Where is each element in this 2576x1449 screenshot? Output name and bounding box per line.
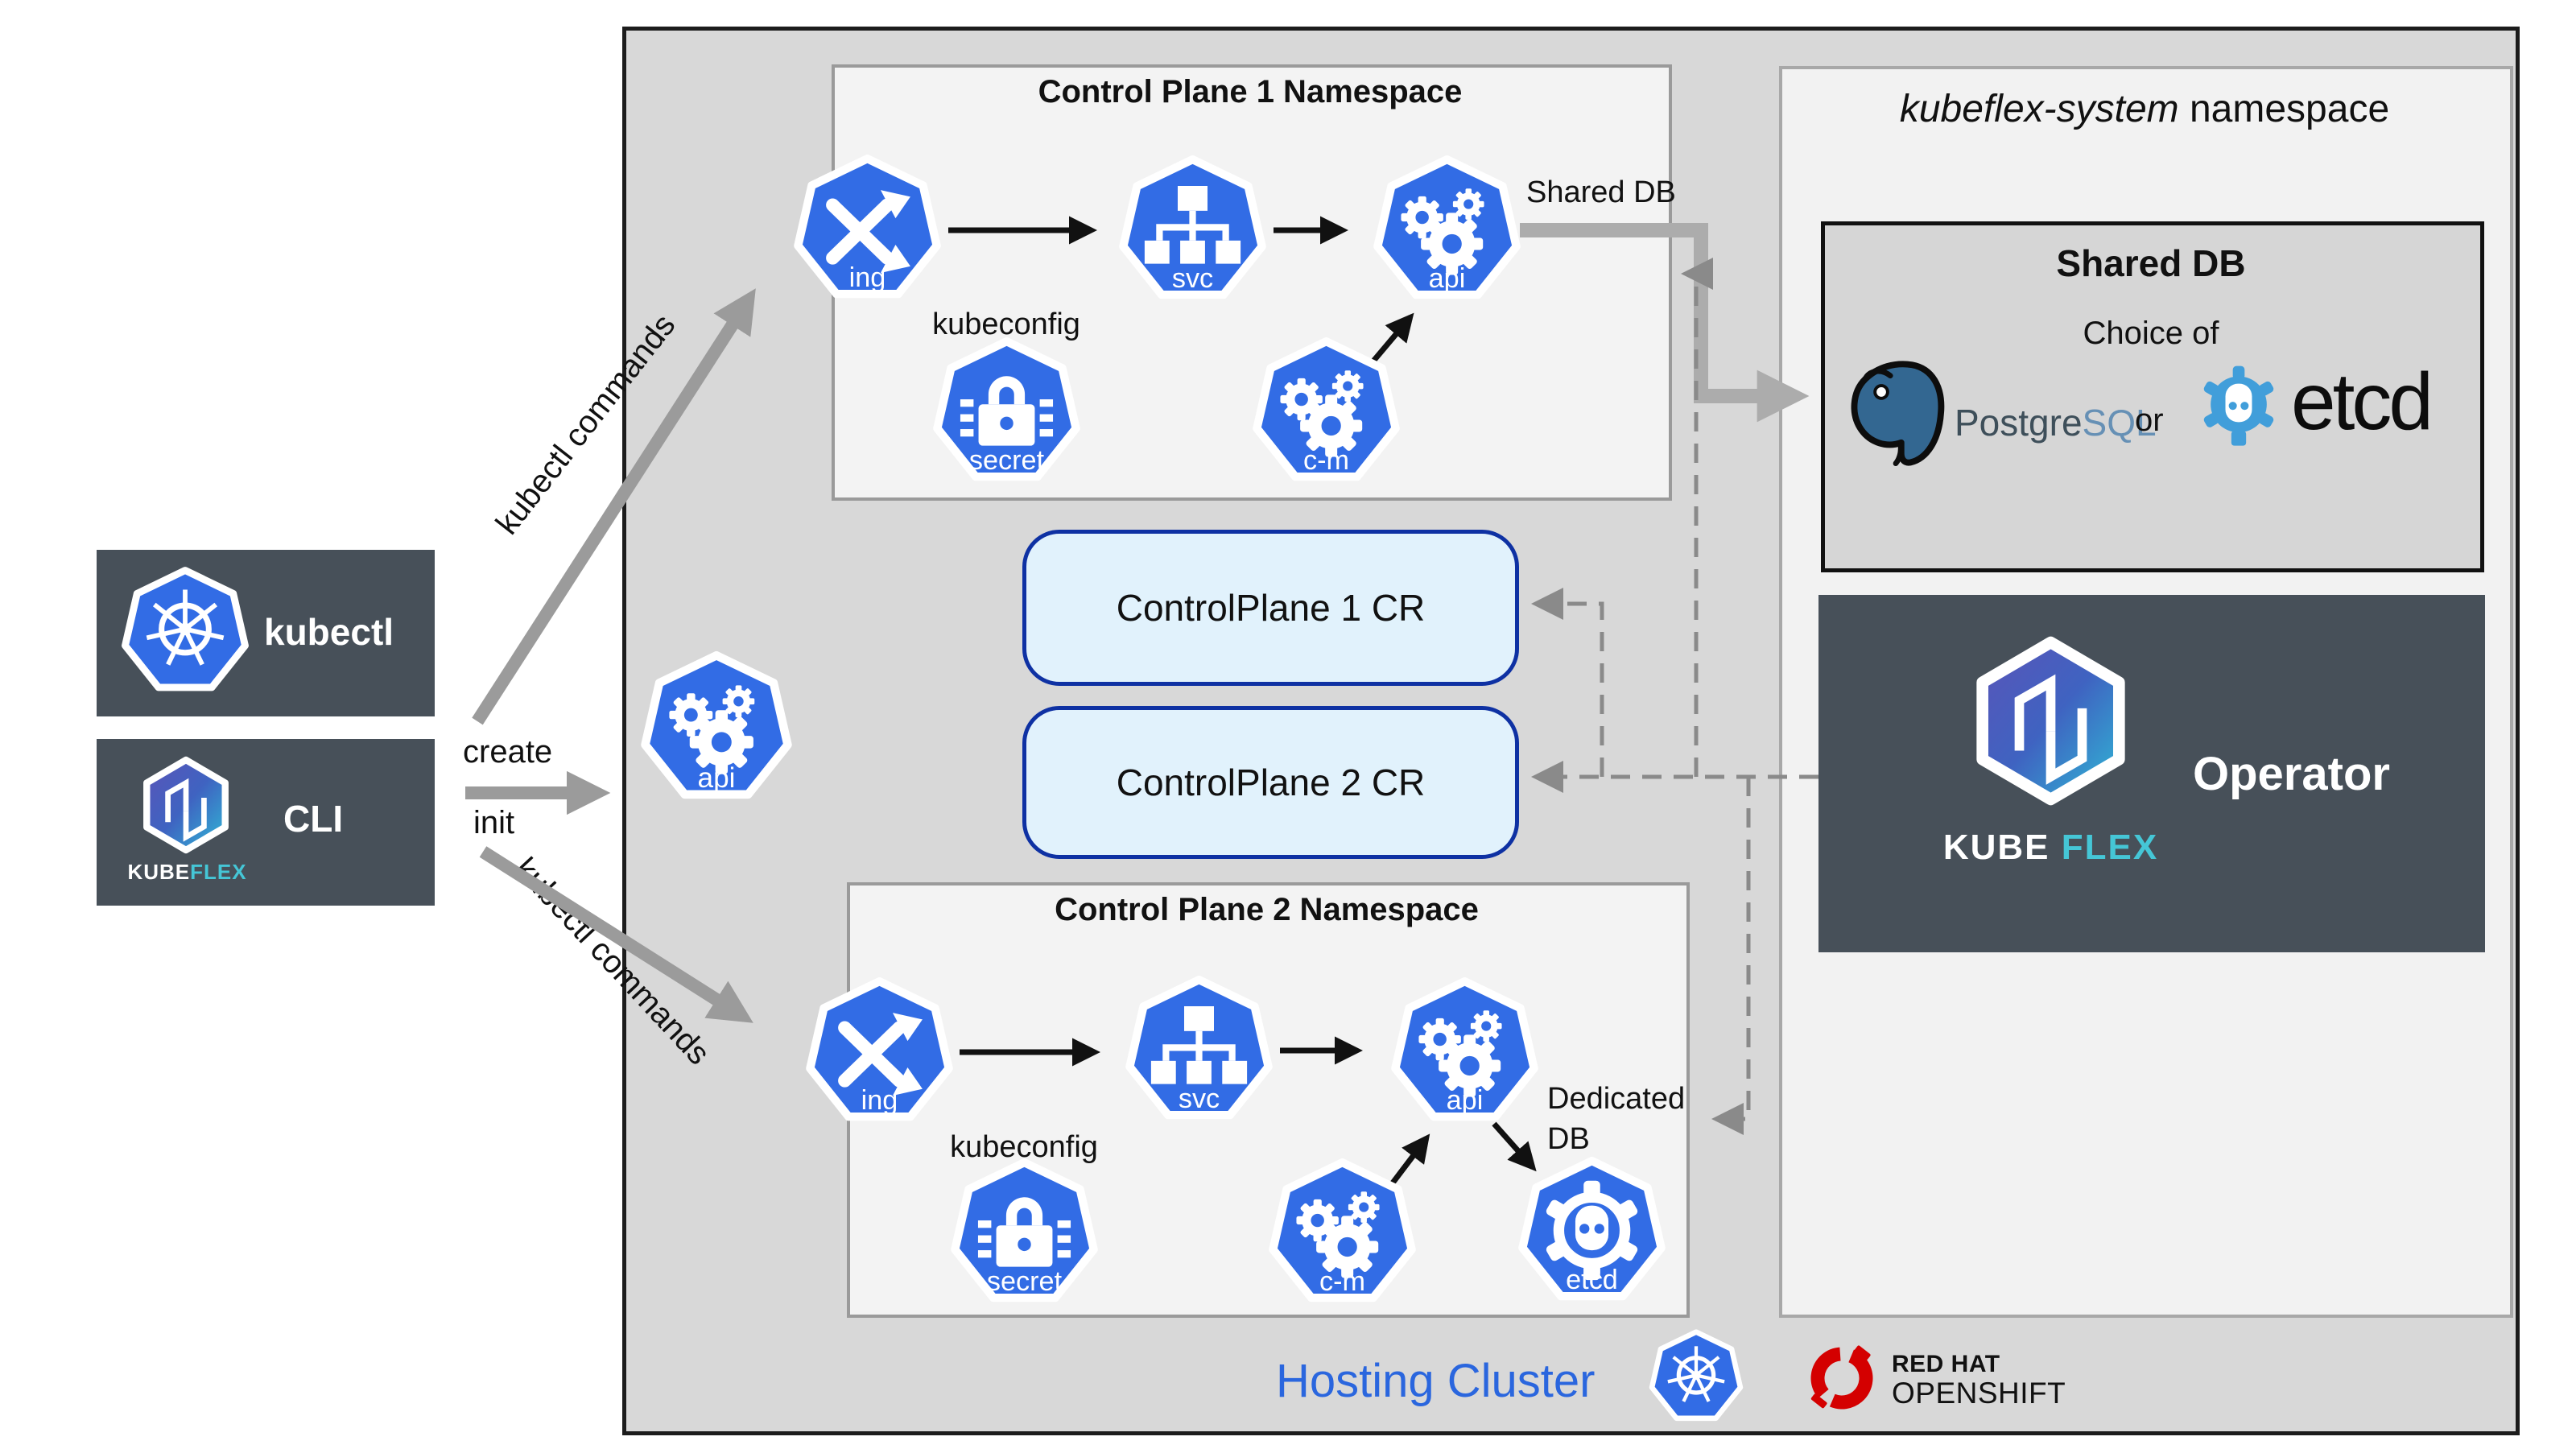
kubeflex-system-title-italic: kubeflex-system (1899, 88, 2179, 130)
hosting-cluster-title: Hosting Cluster (1276, 1355, 1596, 1407)
operator-box (1818, 595, 2485, 952)
edge-kubectl-commands-top (472, 288, 756, 725)
apiserver-icon-cp1-label: api (1428, 263, 1466, 295)
shared-db-subtitle: Choice of (2083, 316, 2219, 351)
edge-cp2-api-etcd (1492, 1121, 1537, 1172)
kubeflex-system-title: kubeflex-system namespace (1787, 87, 2502, 131)
control-plane-1-title: Control Plane 1 Namespace (1038, 74, 1463, 109)
apiserver-icon-host: api (640, 650, 793, 805)
kubectl-label: kubectl (264, 611, 394, 653)
etcd-icon-cp2-label: etcd (1566, 1265, 1618, 1296)
cli-logo-flex: FLEX (190, 860, 247, 884)
controlplane-2-cr-box: ControlPlane 2 CR (1022, 706, 1519, 859)
shared-db-or-label: or (2135, 402, 2164, 438)
postgresql-wordmark-postgre: Postgre (1955, 402, 2083, 444)
kubeconfig-label-cp1: kubeconfig (932, 308, 1080, 341)
service-icon-cp2-label: svc (1178, 1084, 1220, 1115)
control-plane-2-title: Control Plane 2 Namespace (1055, 892, 1479, 927)
apiserver-icon-cp1: api (1373, 155, 1521, 305)
redhat-wordmark-line2: OPENSHIFT (1892, 1377, 2066, 1410)
ingress-icon-cp1: ing (793, 154, 942, 304)
service-icon-cp1-label: svc (1171, 263, 1214, 295)
edge-operator-cp2-namespace (1711, 777, 1751, 1135)
apiserver-icon-cp2: api (1390, 976, 1539, 1127)
ingress-icon-cp2: ing (805, 976, 954, 1127)
controller-manager-icon-cp2-label: c-m (1319, 1266, 1365, 1298)
etcd-icon-cp2: etcd (1517, 1156, 1666, 1307)
edge-operator-cr1 (1531, 588, 1604, 777)
kubernetes-icon-footer (1649, 1329, 1744, 1425)
controlplane-1-cr-label: ControlPlane 1 CR (1116, 587, 1426, 629)
secret-icon-cp2-label: secret (986, 1266, 1063, 1298)
secret-icon-cp2: secret (950, 1158, 1099, 1308)
kubeflex-logo-cli (141, 755, 231, 855)
kubeflex-logo-operator-text: KUBE FLEX (1932, 828, 2169, 868)
edge-operator-cp1-namespace (1681, 258, 1713, 777)
kubeflex-logo-operator (1972, 634, 2129, 807)
init-label: init (473, 805, 515, 840)
ingress-icon-cp1-label: ing (848, 262, 886, 294)
edge-kubectl-commands-bottom (479, 846, 753, 1023)
cli-label: CLI (283, 798, 344, 840)
etcd-logo-icon (2194, 361, 2283, 454)
kubeflex-system-title-rest: namespace (2178, 88, 2390, 130)
operator-label: Operator (2193, 748, 2390, 800)
etcd-wordmark: etcd (2291, 357, 2434, 447)
edge-shared-db-pipe (1520, 223, 1810, 423)
controlplane-1-cr-box: ControlPlane 1 CR (1022, 530, 1519, 686)
controller-manager-icon-cp1: c-m (1252, 336, 1401, 487)
apiserver-icon-cp2-label: api (1446, 1085, 1484, 1117)
shared-db-edge-label: Shared DB (1526, 175, 1676, 209)
postgresql-wordmark-sql: SQL (2082, 402, 2157, 444)
apiserver-icon-host-label: api (697, 762, 736, 794)
controller-manager-icon-cp2: c-m (1268, 1158, 1417, 1308)
cli-logo-kube: KUBE (127, 860, 191, 884)
create-label: create (463, 734, 553, 770)
shared-db-title: Shared DB (2056, 242, 2246, 284)
secret-icon-cp1: secret (932, 336, 1081, 487)
dedicated-db-label-line1: Dedicated (1547, 1082, 1686, 1116)
ingress-icon-cp2-label: ing (861, 1085, 898, 1117)
service-icon-cp1: svc (1118, 155, 1267, 305)
operator-logo-kube: KUBE (1942, 828, 2050, 867)
postgresql-wordmark: PostgreSQL (1955, 401, 2157, 444)
kubernetes-icon-kubectl (121, 567, 250, 696)
controller-manager-icon-cp1-label: c-m (1302, 445, 1349, 477)
postgresql-icon (1841, 356, 1951, 473)
controlplane-2-cr-label: ControlPlane 2 CR (1116, 762, 1426, 803)
service-icon-cp2: svc (1125, 975, 1274, 1125)
secret-icon-cp1-label: secret (968, 445, 1045, 477)
dedicated-db-label-line2: DB (1547, 1122, 1590, 1156)
redhat-wordmark-line1: RED HAT (1892, 1351, 2000, 1377)
operator-logo-flex: FLEX (2061, 828, 2159, 867)
kubeflex-logo-cli-text: KUBEFLEX (113, 860, 262, 885)
redhat-openshift-icon (1802, 1338, 1882, 1418)
